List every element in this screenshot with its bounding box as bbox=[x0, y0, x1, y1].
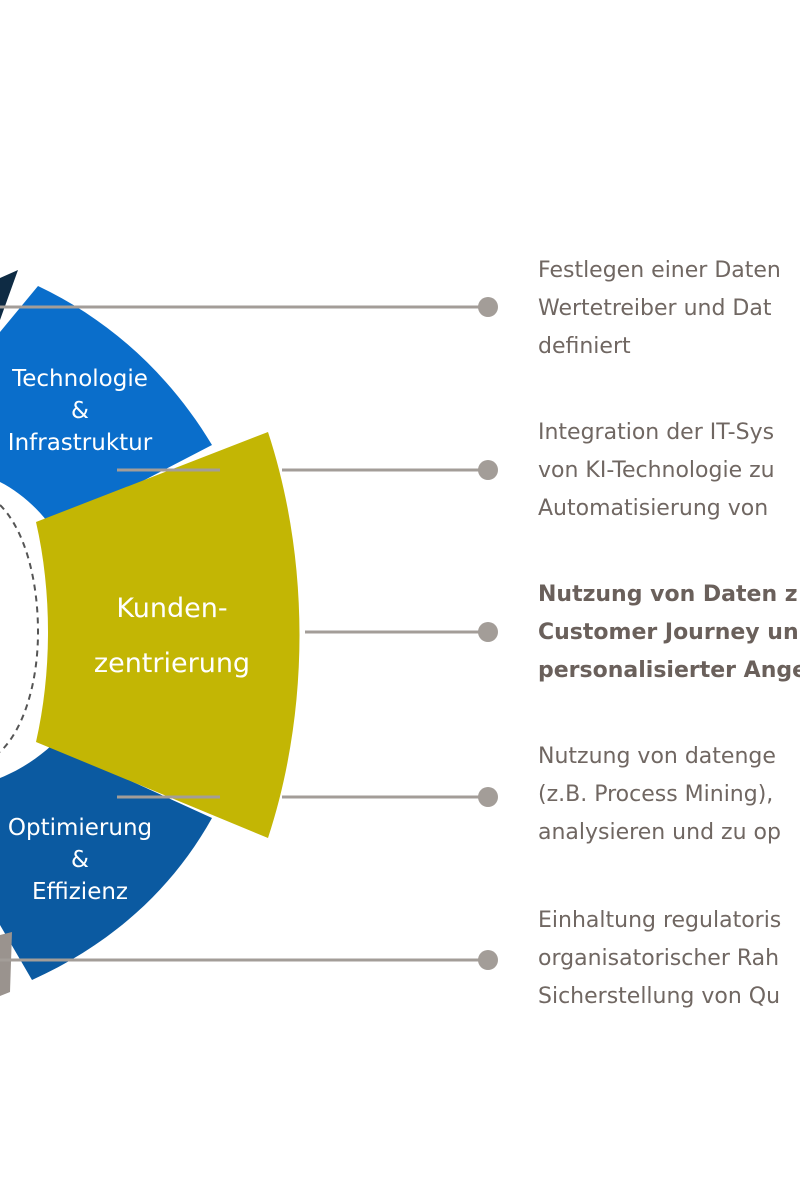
segment-technology-label-line-2: & bbox=[71, 398, 89, 424]
segment-gray[interactable] bbox=[0, 932, 12, 996]
description-line: von KI-Technologie zu bbox=[538, 458, 775, 483]
segment-customer-label-line-2: zentrierung bbox=[94, 648, 250, 679]
description-line: analysieren und zu op bbox=[538, 820, 781, 845]
description-line: Festlegen einer Daten bbox=[538, 258, 781, 283]
inner-dashed-ring bbox=[0, 504, 40, 753]
description-line: Nutzung von datenge bbox=[538, 744, 776, 769]
segment-optimization[interactable] bbox=[0, 745, 212, 980]
connector-dot-4 bbox=[478, 787, 498, 807]
segment-navy[interactable] bbox=[0, 270, 18, 320]
description-optimization: Nutzung von datenge (z.B. Process Mining… bbox=[538, 738, 800, 852]
segment-optimization-label-line-3: Effizienz bbox=[32, 879, 128, 905]
connector-dot-2 bbox=[478, 460, 498, 480]
description-line: Nutzung von Daten z bbox=[538, 582, 798, 607]
description-line: Einhaltung regulatoris bbox=[538, 908, 782, 933]
description-customer: Nutzung von Daten z Customer Journey un … bbox=[538, 576, 800, 690]
segment-optimization-label-line-1: Optimierung bbox=[8, 815, 152, 841]
description-line: personalisierter Ange bbox=[538, 658, 800, 683]
description-line: Wertetreiber und Dat bbox=[538, 296, 772, 321]
description-line: Automatisierung von bbox=[538, 496, 769, 521]
description-line: organisatorischer Rah bbox=[538, 946, 780, 971]
connector-dot-3 bbox=[478, 622, 498, 642]
description-line: Customer Journey un bbox=[538, 620, 799, 645]
segment-technology-label-line-3: Infrastruktur bbox=[8, 430, 153, 456]
description-data-strategy: Festlegen einer Daten Wertetreiber und D… bbox=[538, 252, 800, 366]
description-compliance: Einhaltung regulatoris organisatorischer… bbox=[538, 902, 800, 1016]
connectors bbox=[0, 297, 498, 970]
description-line: (z.B. Process Mining), bbox=[538, 782, 774, 807]
segment-technology[interactable] bbox=[0, 286, 212, 528]
segment-customer[interactable] bbox=[36, 432, 300, 838]
segment-optimization-label-line-2: & bbox=[71, 847, 89, 873]
segment-customer-label-line-1: Kunden- bbox=[116, 593, 227, 624]
description-technology: Integration der IT-Sys von KI-Technologi… bbox=[538, 414, 800, 528]
description-line: definiert bbox=[538, 334, 631, 359]
description-line: Integration der IT-Sys bbox=[538, 420, 775, 445]
connector-dot-1 bbox=[478, 297, 498, 317]
segment-technology-label-line-1: Technologie bbox=[11, 366, 148, 392]
connector-dot-5 bbox=[478, 950, 498, 970]
description-line: Sicherstellung von Qu bbox=[538, 984, 781, 1009]
